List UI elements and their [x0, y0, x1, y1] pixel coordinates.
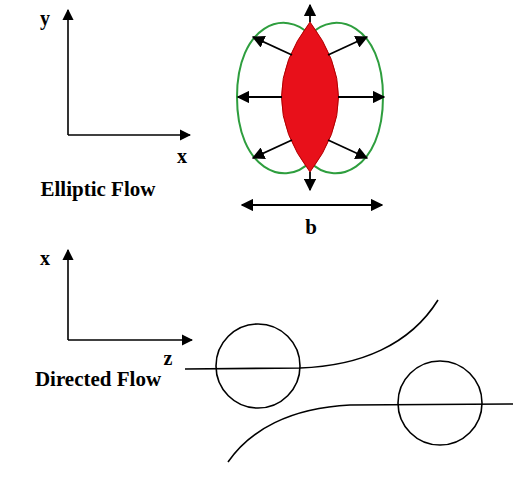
y-axis — [67, 10, 69, 135]
trajectory — [228, 404, 513, 462]
axis-label: y — [40, 7, 50, 29]
flow-arrow — [338, 96, 384, 98]
flow-arrow — [309, 172, 311, 190]
nucleus — [216, 324, 300, 408]
panel-title: Directed Flow — [35, 368, 161, 391]
axis-label: x — [40, 247, 50, 269]
dimension-arrow — [242, 204, 382, 206]
overlap-zone — [282, 22, 339, 172]
x-axis — [68, 134, 190, 136]
flow-contour — [237, 23, 383, 173]
trajectory — [185, 300, 438, 369]
flow-arrow — [238, 96, 282, 98]
axis-label: x — [177, 145, 187, 167]
axes-bottom — [68, 250, 192, 340]
panel-title: Elliptic Flow — [41, 178, 156, 201]
flow-arrow — [253, 37, 292, 55]
axes-top — [68, 10, 190, 135]
collision-sketch — [185, 300, 513, 462]
dimension-label: b — [305, 216, 317, 239]
flow-arrow — [328, 37, 367, 55]
nucleus — [398, 361, 482, 445]
axis-label: z — [164, 347, 173, 369]
x-axis — [67, 250, 69, 340]
flow-arrow — [328, 140, 367, 158]
flow-arrows — [238, 5, 384, 190]
flow-arrow — [253, 140, 292, 158]
flow-arrow — [309, 5, 311, 22]
z-axis — [68, 339, 192, 341]
